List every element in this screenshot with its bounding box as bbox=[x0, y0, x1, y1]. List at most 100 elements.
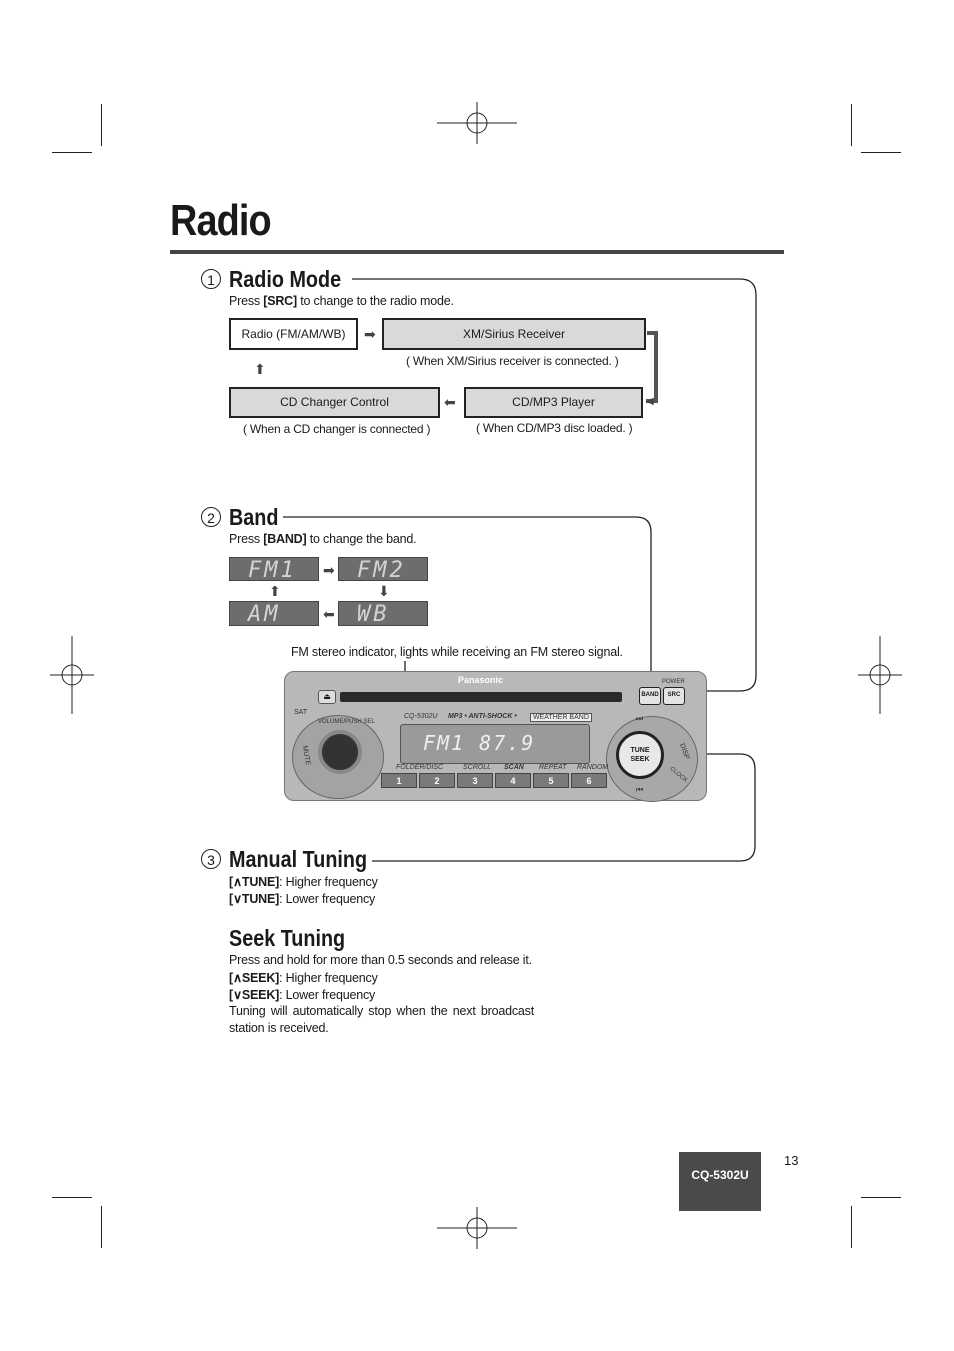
crop-mark bbox=[861, 152, 901, 153]
band-label: FM2 bbox=[357, 558, 406, 583]
weather-band-label: WEATHER BAND bbox=[530, 713, 592, 722]
src-key: [SRC] bbox=[263, 294, 297, 308]
seek-up-line: [∧SEEK]: Higher frequency bbox=[229, 970, 378, 985]
row-label-repeat: REPEAT bbox=[539, 764, 567, 771]
brand-logo: Panasonic bbox=[458, 675, 504, 685]
band-label: AM bbox=[248, 602, 281, 627]
feature-label: MP3 • ANTI-SHOCK • bbox=[448, 713, 517, 720]
sat-label: SAT bbox=[294, 709, 308, 716]
section-number-3: 3 bbox=[201, 849, 221, 869]
crop-mark bbox=[861, 1197, 901, 1198]
preset-button-6[interactable]: 6 bbox=[571, 773, 607, 788]
band-display-fm1: FM1 bbox=[229, 557, 319, 583]
xm-note: ( When XM/Sirius receiver is connected. … bbox=[406, 354, 619, 368]
section-heading-band: Band bbox=[229, 504, 279, 530]
instruction-post: to change to the radio mode. bbox=[296, 294, 454, 308]
arrow-left-icon: ⬅ bbox=[444, 394, 456, 410]
volume-knob[interactable] bbox=[318, 730, 362, 774]
band-display-am: AM bbox=[229, 601, 319, 627]
stereo-indicator-note: FM stereo indicator, lights while receiv… bbox=[291, 645, 623, 659]
section2-instruction: Press [BAND] to change the band. bbox=[229, 532, 417, 546]
seek-label: SEEK bbox=[630, 756, 650, 763]
seek-down-line: [∨SEEK]: Lower frequency bbox=[229, 987, 375, 1002]
crop-mark bbox=[52, 1197, 92, 1198]
section-heading-seek-tuning: Seek Tuning bbox=[229, 925, 346, 951]
instruction-pre: Press bbox=[229, 294, 264, 308]
model-badge: CQ-5302U bbox=[679, 1152, 761, 1211]
crop-mark bbox=[101, 104, 102, 146]
model-label: CQ-5302U bbox=[404, 713, 438, 720]
volume-label: VOLUME/PUSH SEL bbox=[318, 719, 375, 725]
registration-mark-top bbox=[437, 102, 517, 144]
section-heading-manual-tuning: Manual Tuning bbox=[229, 846, 368, 872]
arrow-up-icon: ⬆ bbox=[269, 583, 281, 599]
unit-display: FM1 87.9 bbox=[400, 724, 590, 764]
tune-up-key: [∧TUNE] bbox=[229, 875, 280, 889]
page-number: 13 bbox=[784, 1153, 799, 1168]
crop-mark bbox=[851, 1206, 852, 1248]
row-label-folder: FOLDER/DISC bbox=[396, 764, 444, 771]
preset-button-3[interactable]: 3 bbox=[457, 773, 493, 788]
tune-up-text: : Higher frequency bbox=[279, 875, 378, 889]
preset-button-4[interactable]: 4 bbox=[495, 773, 531, 788]
arrow-up-icon: ⬆ bbox=[254, 361, 266, 377]
arrow-down-icon: ⬇ bbox=[378, 583, 390, 599]
row-label-scroll: SCROLL bbox=[463, 764, 492, 771]
src-button[interactable]: SRC bbox=[663, 687, 685, 705]
flow-box-radio: Radio (FM/AM/WB) bbox=[229, 318, 358, 350]
registration-mark-right bbox=[858, 636, 902, 714]
tune-seek-button[interactable]: TUNE SEEK bbox=[616, 731, 664, 779]
section1-instruction: Press [SRC] to change to the radio mode. bbox=[229, 294, 454, 308]
flow-box-cd-changer: CD Changer Control bbox=[229, 387, 440, 418]
band-key: [BAND] bbox=[263, 532, 307, 546]
section-heading-radio-mode: Radio Mode bbox=[229, 266, 342, 292]
seek-intro: Press and hold for more than 0.5 seconds… bbox=[229, 953, 532, 967]
instruction-post: to change the band. bbox=[306, 532, 417, 546]
next-track-icon: ⏭ bbox=[636, 714, 644, 723]
section-number-2: 2 bbox=[201, 507, 221, 527]
seek-up-text: : Higher frequency bbox=[279, 971, 378, 985]
band-display-fm2: FM2 bbox=[338, 557, 428, 583]
power-label: POWER bbox=[662, 679, 685, 685]
preset-button-5[interactable]: 5 bbox=[533, 773, 569, 788]
unit-display-text: FM1 87.9 bbox=[423, 731, 536, 755]
crop-mark bbox=[101, 1206, 102, 1248]
band-button[interactable]: BAND bbox=[639, 687, 661, 705]
band-display-wb: WB bbox=[338, 601, 428, 627]
disc-slot bbox=[340, 692, 622, 702]
section-number-1: 1 bbox=[201, 269, 221, 289]
flow-box-cd-player: CD/MP3 Player bbox=[464, 387, 643, 418]
instruction-pre: Press bbox=[229, 532, 264, 546]
cd-changer-note: ( When a CD changer is connected ) bbox=[243, 422, 431, 436]
seek-down-text: : Lower frequency bbox=[279, 988, 376, 1002]
eject-icon[interactable]: ⏏ bbox=[318, 690, 336, 704]
crop-mark bbox=[52, 152, 92, 153]
cd-player-note: ( When CD/MP3 disc loaded. ) bbox=[476, 421, 633, 435]
page-title: Radio bbox=[170, 196, 272, 245]
row-label-scan: SCAN bbox=[504, 764, 524, 771]
seek-down-key: [∨SEEK] bbox=[229, 988, 280, 1002]
tune-down-line: [∨TUNE]: Lower frequency bbox=[229, 891, 375, 906]
seek-note-line1: Tuning will automatically stop when the … bbox=[229, 1004, 534, 1018]
tune-label: TUNE bbox=[630, 747, 650, 754]
band-label: WB bbox=[357, 602, 390, 627]
row-label-random: RANDOM bbox=[577, 764, 609, 771]
arrow-left-icon: ⬅ bbox=[323, 606, 335, 622]
seek-note-line2: station is received. bbox=[229, 1021, 329, 1035]
arrow-right-icon: ➡ bbox=[323, 562, 335, 578]
seek-up-key: [∧SEEK] bbox=[229, 971, 280, 985]
registration-mark-left bbox=[50, 636, 94, 714]
band-label: FM1 bbox=[248, 558, 297, 583]
crop-mark bbox=[851, 104, 852, 146]
tune-up-line: [∧TUNE]: Higher frequency bbox=[229, 874, 378, 889]
tune-down-key: [∨TUNE] bbox=[229, 892, 280, 906]
title-rule bbox=[170, 250, 784, 254]
preset-button-2[interactable]: 2 bbox=[419, 773, 455, 788]
arrow-right-icon: ➡ bbox=[364, 326, 376, 342]
tune-down-text: : Lower frequency bbox=[279, 892, 376, 906]
arrow-left-icon: ◀ bbox=[646, 396, 654, 407]
preset-button-1[interactable]: 1 bbox=[381, 773, 417, 788]
registration-mark-bottom bbox=[437, 1207, 517, 1249]
flow-box-xm: XM/Sirius Receiver bbox=[382, 318, 646, 350]
prev-track-icon: ⏮ bbox=[636, 785, 644, 794]
